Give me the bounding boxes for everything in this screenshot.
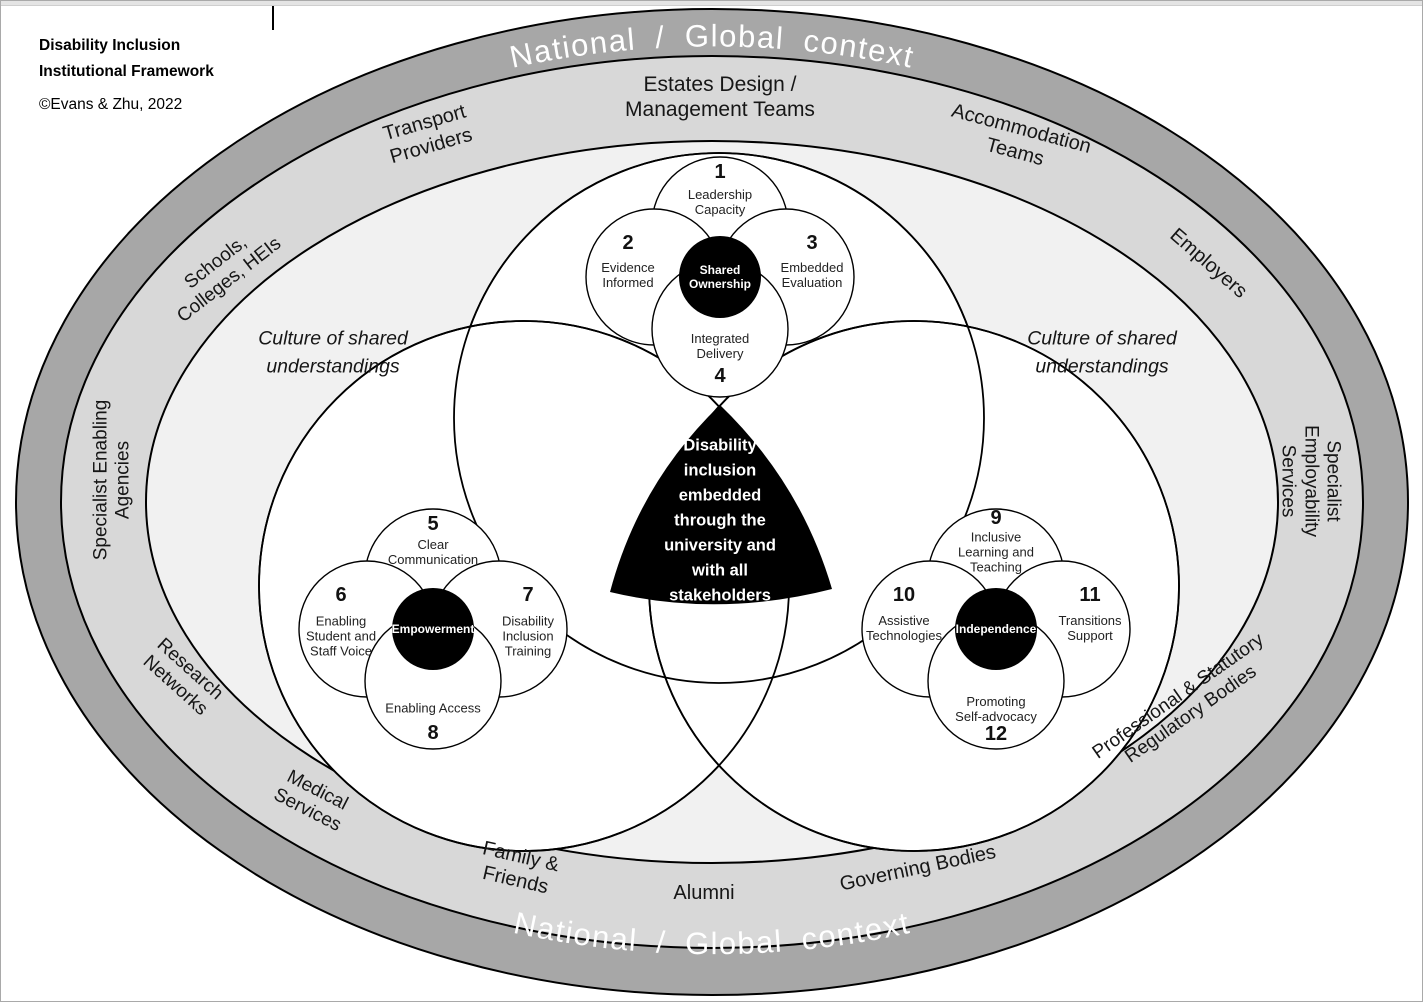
petal-number-9: 9 (990, 507, 1002, 530)
core-intersection-shape (610, 405, 832, 605)
stakeholder-label-specialist-enabling-agencies: Specialist Enabling Agencies (90, 399, 134, 561)
stakeholder-label-specialist-employability-services: Specialist Employability Services (1277, 425, 1344, 537)
petal-number-2: 2 (622, 232, 634, 255)
venn-circle-top-outline (453, 152, 985, 684)
stakeholder-label-estates-design: Estates Design / Management Teams (625, 73, 815, 121)
petal-label-embedded-evaluation: Embedded Evaluation (780, 260, 844, 290)
cluster-name-shared-ownership: Shared Ownership (688, 262, 752, 291)
petal-number-6: 6 (335, 584, 347, 607)
cluster-name-empowerment: Empowerment (391, 621, 475, 636)
petal-label-inclusive-learning-teaching: Inclusive Learning and Teaching (958, 529, 1034, 575)
core-statement: Disability inclusion embedded through th… (664, 436, 776, 605)
flower-center-independence (955, 588, 1037, 670)
petal-label-evidence-informed: Evidence Informed (601, 260, 655, 290)
petal-number-11: 11 (1079, 584, 1101, 607)
culture-label-left: Culture of shared understandings (258, 327, 408, 378)
petal-label-enabling-access: Enabling Access (385, 700, 481, 716)
petal-number-7: 7 (522, 584, 534, 607)
stakeholder-label-alumni: Alumni (673, 882, 735, 905)
petal-label-leadership-capacity: Leadership Capacity (687, 187, 753, 217)
petal-label-disability-inclusion-training: Disability Inclusion Training (501, 613, 555, 659)
petal-number-4: 4 (714, 365, 726, 388)
petal-label-assistive-technologies: Assistive Technologies (866, 613, 942, 643)
copyright-note: ©Evans & Zhu, 2022 (39, 96, 183, 113)
page-title: Disability Inclusion Institutional Frame… (39, 37, 214, 81)
petal-label-transitions-support: Transitions Support (1058, 613, 1122, 643)
flower-shared-ownership (585, 156, 855, 398)
petal-label-clear-communication: Clear Communication (387, 537, 479, 567)
page-top-strip (1, 1, 1422, 6)
petal-number-12: 12 (984, 723, 1008, 746)
text-cursor (272, 6, 274, 30)
petal-label-promoting-self-advocacy: Promoting Self-advocacy (955, 694, 1037, 724)
petal-number-3: 3 (806, 232, 818, 255)
petal-number-1: 1 (714, 161, 726, 184)
flower-center-empowerment (392, 588, 474, 670)
flower-center-shared-ownership (679, 236, 761, 318)
flower-empowerment (298, 508, 568, 750)
culture-label-right: Culture of shared understandings (1027, 327, 1177, 378)
petal-number-5: 5 (427, 513, 439, 536)
petal-label-integrated-delivery: Integrated Delivery (690, 331, 750, 361)
petal-number-10: 10 (892, 584, 916, 607)
petal-label-enabling-student-staff-voice: Enabling Student and Staff Voice (305, 613, 377, 659)
petal-number-8: 8 (427, 722, 439, 745)
flower-independence (861, 508, 1131, 750)
cluster-name-independence: Independence (955, 621, 1037, 636)
